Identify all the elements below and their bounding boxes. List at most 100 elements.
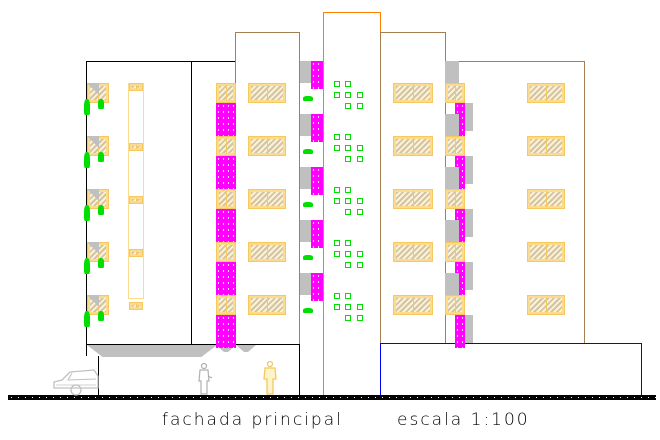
magenta-panel — [216, 103, 236, 136]
gray-panel — [445, 220, 459, 242]
gray-panel — [465, 156, 473, 184]
stair-window-square — [334, 304, 340, 310]
stair-window-square — [357, 103, 363, 109]
gray-panel — [445, 273, 459, 295]
stair-window-square — [334, 134, 340, 140]
gray-panel — [465, 315, 473, 343]
magenta-panel — [311, 114, 323, 142]
stair-window-square — [357, 209, 363, 215]
window — [248, 136, 286, 156]
gray-panel — [300, 220, 312, 242]
right-block-outline — [445, 61, 585, 344]
window — [248, 189, 286, 209]
plant — [303, 96, 313, 101]
window — [393, 295, 433, 315]
window — [393, 83, 433, 103]
gray-panel — [300, 167, 312, 189]
stair-window-square — [345, 103, 351, 109]
car-icon — [53, 369, 99, 396]
window — [248, 295, 286, 315]
gray-panel — [445, 61, 459, 83]
ground-floor-box — [380, 343, 642, 397]
plant — [98, 311, 104, 321]
strip-block — [129, 302, 143, 310]
magenta-panel — [311, 273, 323, 301]
window — [216, 83, 236, 103]
stair-window-square — [334, 251, 340, 257]
magenta-panel — [216, 209, 236, 242]
ground-line — [8, 395, 656, 400]
stair-window-square — [334, 240, 340, 246]
stair-window-square — [357, 262, 363, 268]
stair-window-square — [334, 198, 340, 204]
plant — [84, 205, 90, 221]
magenta-panel — [455, 209, 465, 242]
stair-window-square — [345, 209, 351, 215]
gray-panel — [465, 103, 473, 131]
stair-window-square — [345, 81, 351, 87]
gray-panel — [465, 262, 473, 290]
window — [216, 295, 236, 315]
magenta-panel — [455, 315, 465, 348]
person-gray-icon — [198, 363, 213, 395]
plant — [303, 149, 313, 154]
strip-block — [129, 196, 143, 204]
stair-window-square — [345, 145, 351, 151]
stair-window-square — [357, 251, 363, 257]
window — [393, 242, 433, 262]
stair-window-square — [334, 81, 340, 87]
stair-window-square — [345, 92, 351, 98]
strip-block — [129, 249, 143, 257]
window — [527, 242, 565, 262]
magenta-panel — [311, 220, 323, 248]
stair-window-square — [357, 315, 363, 321]
window — [248, 242, 286, 262]
magenta-panel — [455, 262, 465, 295]
stair-window-square — [345, 198, 351, 204]
drawing-title: fachada principal — [162, 410, 343, 430]
plant — [98, 152, 104, 162]
gray-panel — [465, 209, 473, 237]
stair-window-square — [345, 262, 351, 268]
gray-panel — [445, 114, 459, 136]
stair-window-square — [334, 187, 340, 193]
person-yellow-icon — [263, 361, 277, 395]
gray-panel — [300, 273, 312, 295]
magenta-panel — [455, 103, 465, 136]
gray-panel — [445, 167, 459, 189]
plant — [303, 255, 313, 260]
plant — [84, 152, 90, 168]
left-vertical-strip — [128, 83, 144, 299]
ground-floor-left-outline — [86, 344, 300, 346]
canopy-small-1 — [216, 345, 236, 352]
stair-window-square — [334, 92, 340, 98]
stair-window-square — [357, 198, 363, 204]
stair-window-square — [345, 293, 351, 299]
strip-block — [129, 83, 143, 91]
window — [248, 83, 286, 103]
window — [216, 189, 236, 209]
window — [527, 295, 565, 315]
window — [445, 83, 465, 103]
ground-floor-right-wall — [299, 344, 301, 396]
window — [216, 136, 236, 156]
stair-window-square — [345, 187, 351, 193]
plant — [84, 99, 90, 115]
window — [445, 189, 465, 209]
center-right-tower-left — [380, 32, 382, 344]
window — [445, 295, 465, 315]
stair-window-square — [345, 240, 351, 246]
window — [527, 136, 565, 156]
window — [393, 136, 433, 156]
plant — [303, 202, 313, 207]
magenta-panel — [216, 156, 236, 189]
magenta-panel — [216, 315, 236, 344]
magenta-panel — [311, 167, 323, 195]
magenta-panel — [455, 156, 465, 189]
window — [527, 83, 565, 103]
plant — [303, 308, 313, 313]
plant — [98, 99, 104, 109]
window — [445, 136, 465, 156]
entrance-canopy — [87, 345, 217, 357]
stair-window-square — [357, 304, 363, 310]
